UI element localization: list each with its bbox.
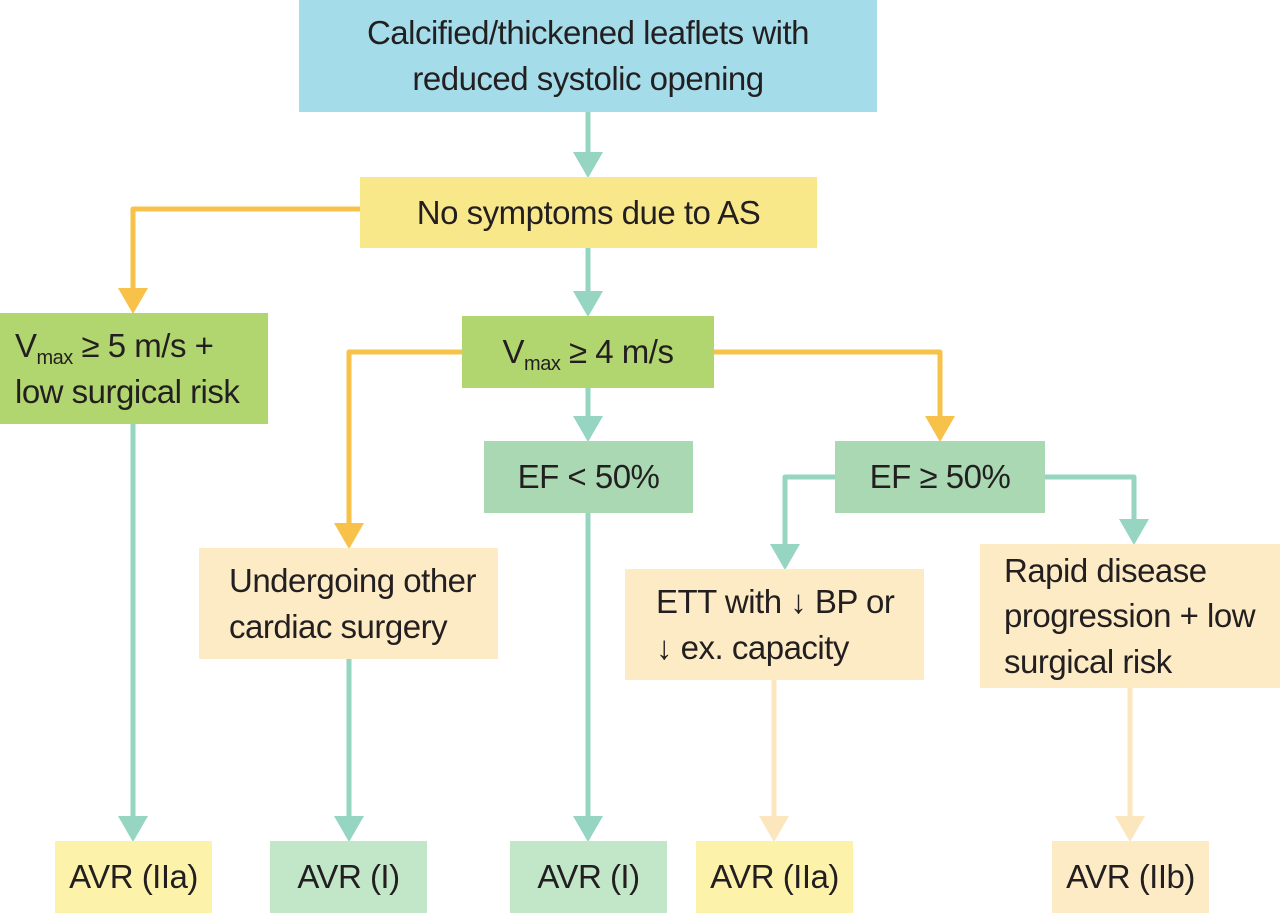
outcome-avr-3-label: AVR (I) [537, 858, 640, 896]
node-ett: ETT with ↓ BP or ↓ ex. capacity [625, 569, 924, 680]
node-rapid-progression: Rapid disease progression + low surgical… [980, 544, 1280, 688]
vmax-5-rest: ≥ 5 m/s + [81, 326, 214, 364]
node-rapid-line1: Rapid disease [1004, 551, 1207, 589]
arrow-ef-low-to-outcome [573, 513, 603, 842]
arrow-vmax4-to-other-surgery [334, 349, 462, 549]
outcome-avr-2-label: AVR (I) [297, 858, 400, 896]
arrow-rapid-to-outcome-head [1115, 816, 1145, 842]
outcome-avr-3: AVR (I) [510, 841, 667, 913]
node-calcified-leaflets-line1: Calcified/thickened leaflets with [366, 14, 810, 52]
node-ef-low-label: EF < 50% [517, 458, 660, 496]
node-vmax-5-line2: low surgical risk [15, 372, 240, 410]
node-vmax-5-line1: Vmax ≥ 5 m/s + [15, 323, 214, 369]
node-other-surgery-line1: Undergoing other [229, 561, 477, 599]
node-rapid-line2: progression + low [1004, 597, 1256, 635]
arrow-no-symptoms-to-vmax4 [573, 248, 603, 317]
node-rapid-line3: surgical risk [1004, 642, 1172, 680]
vmax-5-v: V [15, 326, 37, 364]
node-vmax-4: Vmax ≥ 4 m/s [462, 316, 714, 388]
arrow-no-symptoms-to-vmax4-head [573, 291, 603, 317]
arrow-rapid-to-outcome [1115, 688, 1145, 842]
outcome-avr-4: AVR (IIa) [696, 841, 853, 913]
node-vmax-5: Vmax ≥ 5 m/s + low surgical risk [0, 313, 268, 424]
arrow-ef-high-to-rapid [1045, 474, 1149, 545]
arrow-top-to-no-symptoms-head [573, 152, 603, 178]
vmax-5-sub: max [36, 346, 74, 369]
arrow-other-surgery-to-outcome [334, 659, 364, 842]
arrow-no-symptoms-to-vmax5 [118, 206, 360, 314]
arrow-no-symptoms-to-vmax5-line [130, 206, 360, 288]
node-other-surgery-line2: cardiac surgery [229, 607, 448, 645]
arrow-vmax4-to-ef-high-line [714, 349, 943, 416]
outcome-avr-1: AVR (IIa) [55, 841, 212, 913]
node-other-surgery: Undergoing other cardiac surgery [199, 548, 498, 659]
outcome-avr-1-label: AVR (IIa) [69, 858, 198, 896]
node-no-symptoms: No symptoms due to AS [360, 177, 817, 248]
node-ef-high: EF ≥ 50% [835, 441, 1045, 513]
outcome-avr-2: AVR (I) [270, 841, 427, 913]
arrow-ef-high-to-ett-line [782, 474, 835, 544]
arrow-top-to-no-symptoms [573, 112, 603, 178]
arrow-vmax4-to-other-surgery-head [334, 523, 364, 549]
node-ef-high-label: EF ≥ 50% [869, 458, 1011, 496]
arrow-ef-high-to-rapid-line [1045, 474, 1137, 519]
arrow-vmax4-to-ef-high [714, 349, 955, 442]
arrow-ef-high-to-ett-head [770, 544, 800, 570]
outcome-avr-5-label: AVR (IIb) [1066, 858, 1195, 896]
arrow-other-surgery-to-outcome-head [334, 816, 364, 842]
arrow-vmax4-to-ef-high-head [925, 416, 955, 442]
arrow-ef-low-to-outcome-head [573, 816, 603, 842]
vmax-4-rest: ≥ 4 m/s [569, 333, 674, 371]
node-vmax-4-line: Vmax ≥ 4 m/s [503, 329, 674, 375]
node-ett-line2: ↓ ex. capacity [656, 628, 849, 666]
arrow-vmax4-to-ef-low [573, 388, 603, 442]
arrow-ett-to-outcome [759, 680, 789, 842]
node-calcified-leaflets-line2: reduced systolic opening [412, 60, 764, 97]
outcome-avr-4-label: AVR (IIa) [710, 858, 839, 896]
arrow-vmax5-to-outcome-head [118, 816, 148, 842]
arrow-vmax5-to-outcome [118, 424, 148, 842]
arrow-ef-high-to-rapid-head [1119, 519, 1149, 545]
arrow-ef-high-to-ett [770, 474, 835, 570]
node-calcified-leaflets: Calcified/thickened leaflets with reduce… [299, 0, 877, 112]
arrow-vmax4-to-other-surgery-line [346, 349, 462, 523]
outcome-avr-5: AVR (IIb) [1052, 841, 1209, 913]
vmax-4-sub: max [524, 353, 561, 376]
arrow-vmax4-to-ef-low-head [573, 416, 603, 442]
arrow-ett-to-outcome-head [759, 816, 789, 842]
node-ef-low: EF < 50% [484, 441, 693, 513]
node-no-symptoms-label: No symptoms due to AS [416, 193, 761, 231]
node-ett-line1: ETT with ↓ BP or [656, 582, 895, 620]
vmax-4-v: V [502, 333, 525, 371]
arrow-no-symptoms-to-vmax5-head [118, 288, 148, 314]
